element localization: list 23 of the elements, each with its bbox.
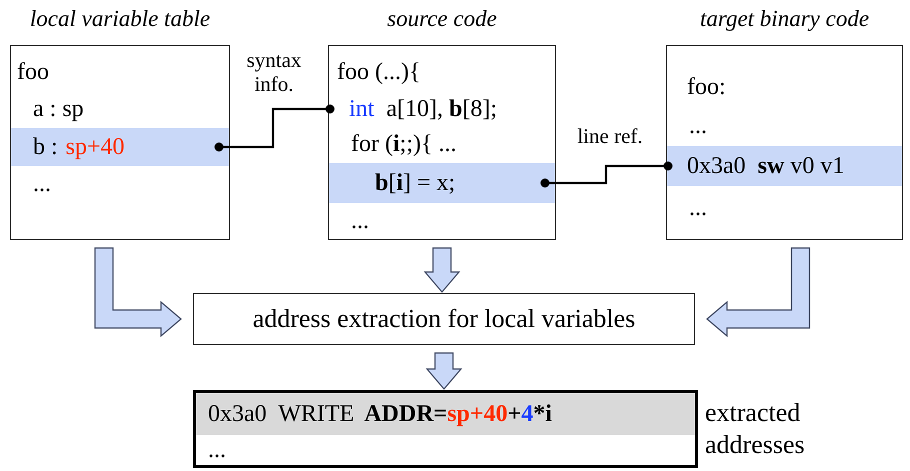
panel-heading: source code [386,6,498,32]
code-line: foo (...){ [329,54,555,90]
side-caption: extracted addresses [705,397,806,461]
code-line: int a[10], b[8]; [329,91,555,127]
panel-heading: target binary code [698,6,870,32]
code-line: foo [11,54,229,90]
process-box [193,293,695,345]
code-line: for (i;;){ ... [329,126,555,162]
code-line: foo: [667,68,902,106]
code-line: ... [667,190,902,226]
code-line: ... [667,108,902,144]
code-line: ... [196,435,695,465]
leader-line [214,104,334,152]
code-line: ... [11,166,229,202]
panel-heading: local variable table [28,6,212,32]
code-line: ... [329,203,555,239]
block-arrow [94,247,182,338]
process-label: address extraction for local variables [252,303,636,335]
block-arrow [424,247,460,293]
block-arrow [706,247,810,338]
code-line: a : sp [11,91,229,127]
block-arrow [426,352,462,390]
leader-line [540,162,672,188]
